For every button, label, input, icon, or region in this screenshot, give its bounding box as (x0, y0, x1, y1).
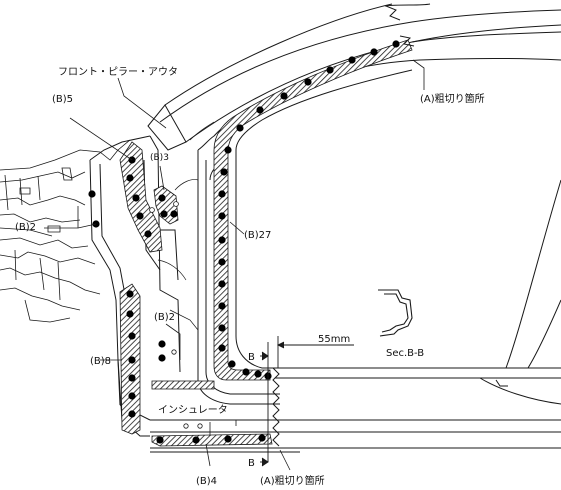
spot-weld-dot (304, 78, 312, 86)
spot-weld-dot (218, 258, 226, 266)
label-front-pillar-outer: フロント・ピラー・アウタ (58, 66, 178, 78)
label-b3: (B)3 (150, 153, 169, 163)
spot-weld-dot (132, 194, 140, 202)
spot-weld-dot (220, 168, 228, 176)
spot-weld-dot (88, 190, 96, 198)
spot-weld-dot (126, 174, 134, 182)
label-b27: (B)27 (244, 230, 271, 241)
leader-lines (44, 59, 425, 471)
spot-weld-dot (224, 435, 232, 443)
spot-weld-dot (144, 230, 152, 238)
spot-weld-dot (370, 48, 378, 56)
labels: フロント・ピラー・アウタ (A)粗切り箇所 (B)5 (B)3 (B)2 (B)… (15, 66, 485, 487)
pillar-detail-lines (157, 121, 215, 331)
spot-weld-dot (218, 302, 226, 310)
spot-weld-dot (280, 92, 288, 100)
weld-zone-b4 (151, 433, 273, 447)
spot-weld-dot (128, 356, 136, 364)
spot-weld-dot (156, 436, 164, 444)
cut-line-upper (385, 5, 415, 47)
pilot-holes (149, 201, 203, 429)
spot-weld-dot (126, 290, 134, 298)
label-b5: (B)5 (52, 94, 73, 105)
label-insulator: インシュレータ (158, 404, 228, 416)
spot-weld-dot (218, 324, 226, 332)
spot-weld-dot (218, 236, 226, 244)
label-section-b-top: B (248, 352, 255, 363)
spot-weld-dot (158, 194, 166, 202)
spot-weld-dot (128, 410, 136, 418)
label-section-b-bottom: B (248, 458, 255, 469)
label-55mm: 55mm (318, 334, 350, 345)
spot-weld-dot (128, 332, 136, 340)
spot-weld-dot (236, 124, 244, 132)
spot-weld-dot (392, 40, 400, 48)
section-bb-detail (378, 289, 413, 337)
spot-weld-dot (218, 190, 226, 198)
spot-weld-dot (126, 310, 134, 318)
spot-weld-dot (218, 344, 226, 352)
spot-weld-dot (228, 360, 236, 368)
label-rough-cut-bottom: (A)粗切り箇所 (260, 474, 325, 487)
hatched-weld-zones (119, 39, 413, 447)
spot-weld-dot (218, 212, 226, 220)
spot-weld-dot (136, 212, 144, 220)
spot-weld-dot (218, 280, 226, 288)
spot-weld-dot (256, 106, 264, 114)
spot-weld-dot (258, 434, 266, 442)
label-b4: (B)4 (196, 476, 217, 487)
label-b2-left: (B)2 (15, 222, 36, 233)
spot-weld-dot (170, 210, 178, 218)
weld-zone-b27 (213, 39, 413, 381)
spot-weld-dot (128, 392, 136, 400)
insulator-plate (151, 380, 215, 390)
spot-welds (88, 40, 400, 444)
spot-weld-dot (192, 436, 200, 444)
spot-weld-dot (128, 374, 136, 382)
weld-zone-b5 (119, 141, 163, 253)
cut-line-lower (272, 367, 280, 447)
spot-weld-dot (242, 368, 250, 376)
spot-weld-dot (158, 340, 166, 348)
label-rough-cut-top: (A)粗切り箇所 (420, 92, 485, 105)
apron-structure (0, 139, 131, 323)
spot-weld-dot (348, 56, 356, 64)
spot-weld-dot (254, 370, 262, 378)
spot-weld-dot (224, 146, 232, 154)
label-b2-mid: (B)2 (154, 312, 175, 323)
spot-weld-dot (160, 210, 168, 218)
section-marker (260, 336, 354, 467)
spot-weld-dot (326, 66, 334, 74)
label-b8: (B)8 (90, 356, 111, 367)
spot-weld-dot (158, 354, 166, 362)
label-sec-bb: Sec.B-B (386, 348, 424, 359)
body-side-outer (89, 3, 561, 453)
